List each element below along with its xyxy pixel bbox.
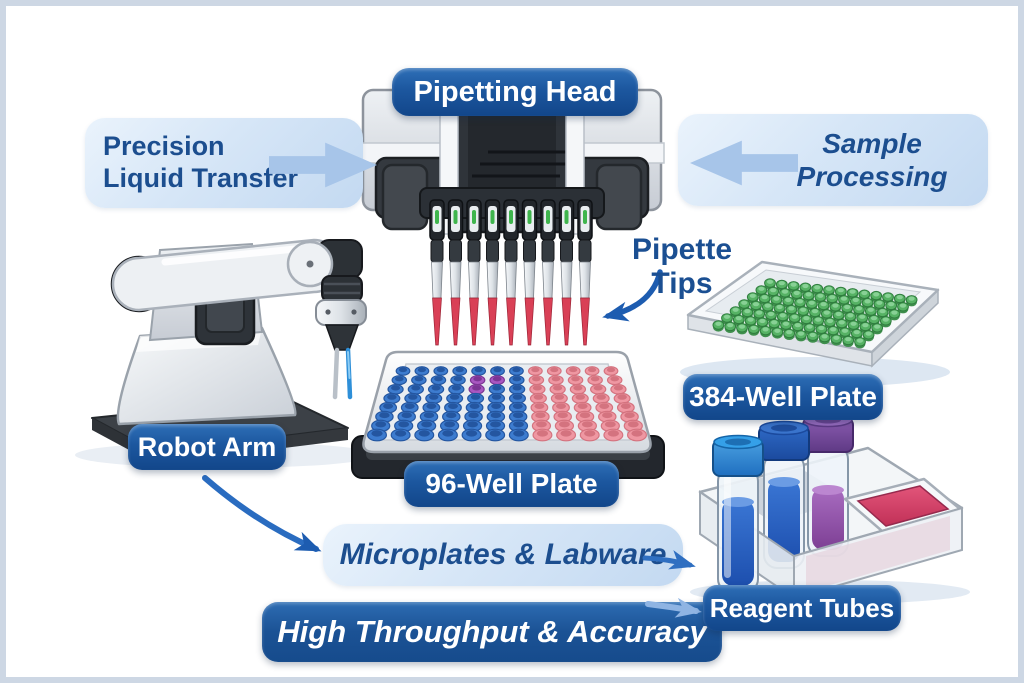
pipetting-head-illustration	[359, 88, 665, 346]
sample-processing-banner: Sample Processing	[678, 114, 988, 206]
sample-line2: Processing	[796, 161, 948, 192]
wells-96	[367, 366, 647, 442]
sample-line1: Sample	[822, 127, 922, 159]
plate-384-illustration	[680, 260, 950, 387]
precision-line2: Liquid Transfer	[103, 163, 299, 193]
reagent-tubes-label: Reagent Tubes	[703, 585, 901, 631]
pipette-tips-arrow	[602, 269, 663, 322]
high-throughput-banner: High Throughput & Accuracy	[262, 602, 722, 662]
pipetting-head-label: Pipetting Head	[392, 68, 638, 116]
precision-line1: Precision	[103, 131, 225, 162]
plate-96-label: 96-Well Plate	[404, 461, 619, 507]
microplates-label: Microplates & Labware	[339, 538, 667, 572]
pipette-tips-label: Pipette Tips	[631, 233, 733, 300]
wells-384	[712, 278, 918, 349]
plate-384-label: 384-Well Plate	[683, 374, 883, 420]
pipette-channels	[429, 199, 593, 346]
robot-to-microplates-arrow	[202, 475, 322, 552]
high-throughput-label: High Throughput & Accuracy	[277, 614, 707, 649]
precision-liquid-transfer-banner: Precision Liquid Transfer	[85, 118, 377, 208]
reagent-tubes-illustration	[690, 412, 970, 604]
plate-96-illustration	[351, 350, 665, 479]
microplates-labware-banner: Microplates & Labware	[323, 524, 683, 586]
robot-arm-label: Robot Arm	[128, 424, 286, 470]
